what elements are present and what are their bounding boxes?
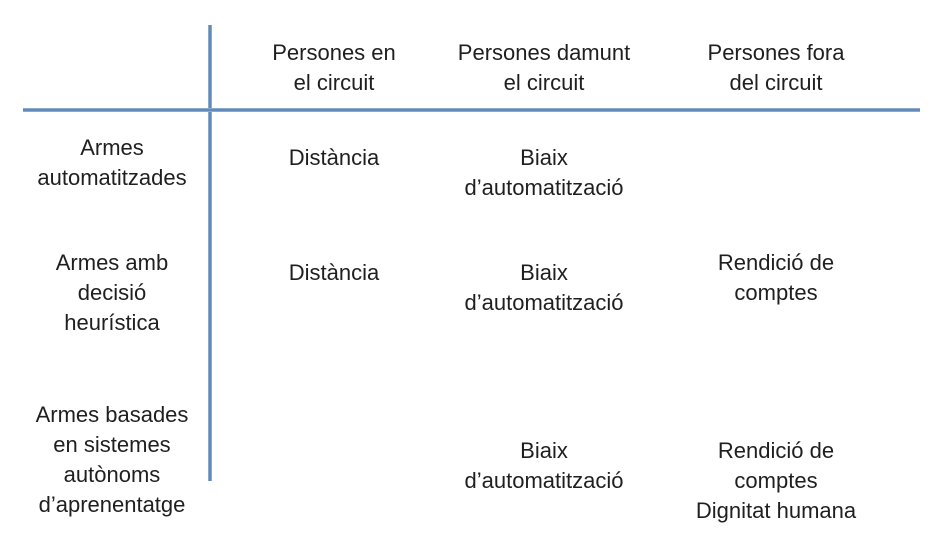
col-header-text: Persones en el circuit xyxy=(272,38,396,98)
cell-line: d’automatització xyxy=(464,175,624,200)
cell-text: Biaix d’automatització xyxy=(465,436,624,496)
cell-line: d’automatització xyxy=(464,468,624,493)
table-cell-r2-persones-fora: Rendició de comptes xyxy=(644,230,908,375)
header-line: el circuit xyxy=(293,70,375,95)
row-header-line: decisió xyxy=(77,280,147,305)
cell-text: Biaix d’automatització xyxy=(465,143,624,203)
header-line: Persones fora xyxy=(707,40,845,65)
cell-text: Biaix d’automatització xyxy=(465,258,624,318)
cell-line: Biaix xyxy=(520,260,568,285)
row-header-line: en sistemes xyxy=(53,432,171,457)
table-cell-r1-persones-damunt: Biaix d’automatització xyxy=(444,108,644,230)
row-header-line: Armes amb xyxy=(55,250,169,275)
cell-line: comptes xyxy=(734,280,818,305)
row-header-line: heurística xyxy=(64,310,160,335)
table-cell-r3-persones-damunt: Biaix d’automatització xyxy=(444,375,644,539)
cell-line: comptes xyxy=(734,468,818,493)
row-header-text: Armes basades en sistemes autònoms d’apr… xyxy=(36,400,189,520)
table-cell-r1-persones-en: Distància xyxy=(224,108,444,230)
cell-line: Biaix xyxy=(520,438,568,463)
col-header-persones-en-el-circuit: Persones en el circuit xyxy=(224,0,444,108)
header-line: Persones en xyxy=(272,40,396,65)
cell-line: Distància xyxy=(288,145,380,170)
row-header-line: Armes xyxy=(80,135,144,160)
row-header-line: d’aprenentatge xyxy=(38,492,186,517)
row-header-text: Armes automatitzades xyxy=(37,133,186,193)
cell-line: Rendició de xyxy=(717,250,835,275)
col-header-persones-fora-del-circuit: Persones fora del circuit xyxy=(644,0,908,108)
cell-line: Dignitat humana xyxy=(695,498,857,523)
cell-line: d’automatització xyxy=(464,290,624,315)
corner-cell xyxy=(0,0,224,108)
table-cell-r2-persones-damunt: Biaix d’automatització xyxy=(444,230,644,375)
row-header-armes-amb-decisio-heuristica: Armes amb decisió heurística xyxy=(0,230,224,375)
row-header-line: automatitzades xyxy=(37,165,187,190)
table-cell-r3-persones-fora: Rendició de comptes Dignitat humana xyxy=(644,375,908,539)
col-header-text: Persones damunt el circuit xyxy=(458,38,630,98)
vertical-axis-line xyxy=(208,25,212,481)
matrix-table: Persones en el circuit Persones damunt e… xyxy=(0,0,908,539)
row-header-armes-automatitzades: Armes automatitzades xyxy=(0,108,224,230)
col-header-persones-damunt-el-circuit: Persones damunt el circuit xyxy=(444,0,644,108)
cell-text: Distància xyxy=(289,143,379,173)
table-cell-r2-persones-en: Distància xyxy=(224,230,444,375)
cell-line: Rendició de xyxy=(717,438,835,463)
col-header-text: Persones fora del circuit xyxy=(708,38,845,98)
table-cell-r3-persones-en-empty xyxy=(224,375,444,539)
header-line: del circuit xyxy=(729,70,823,95)
cell-text: Rendició de comptes xyxy=(718,248,834,308)
cell-text: Rendició de comptes Dignitat humana xyxy=(696,436,856,526)
table-cell-r1-persones-fora-empty xyxy=(644,108,908,230)
header-line: el circuit xyxy=(503,70,585,95)
cell-text: Distància xyxy=(289,258,379,288)
row-header-line: autònoms xyxy=(63,462,161,487)
horizontal-axis-line xyxy=(23,108,920,112)
row-header-line: Armes basades xyxy=(35,402,189,427)
row-header-text: Armes amb decisió heurística xyxy=(56,248,168,338)
row-header-armes-basades-sistemes-autonoms: Armes basades en sistemes autònoms d’apr… xyxy=(0,375,224,539)
cell-line: Biaix xyxy=(520,145,568,170)
cell-line: Distància xyxy=(288,260,380,285)
header-line: Persones damunt xyxy=(457,40,631,65)
